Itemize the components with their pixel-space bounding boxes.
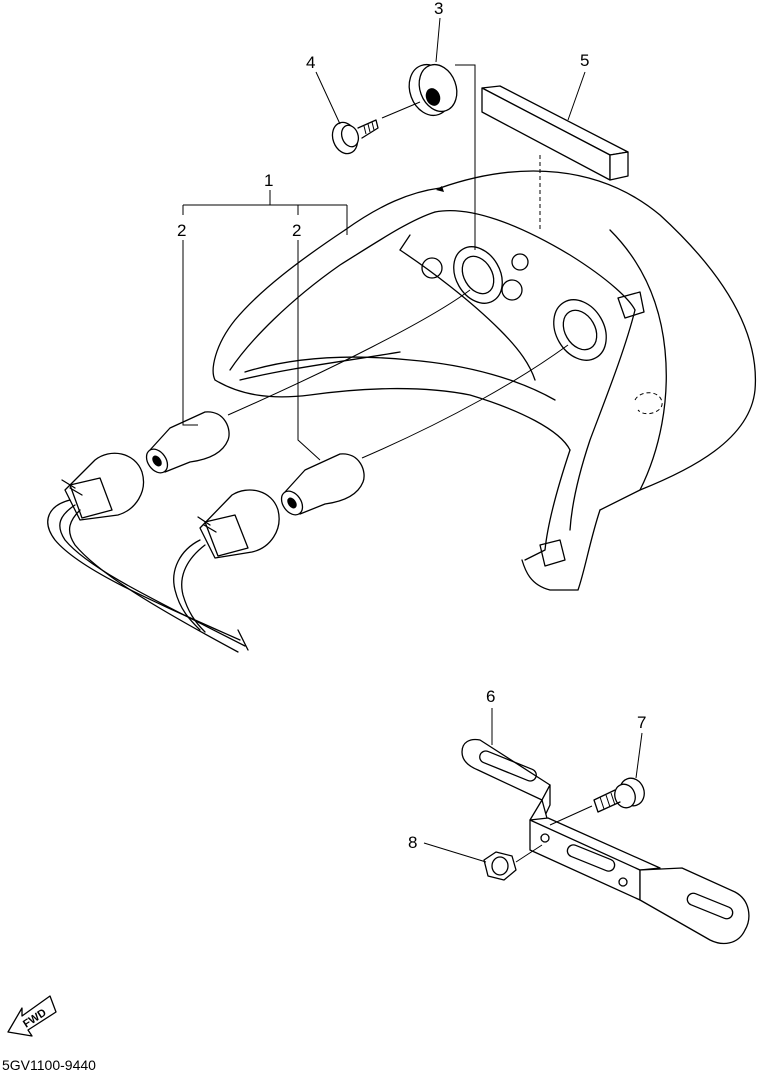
taillight-housing [212, 170, 757, 591]
bulb-right [280, 453, 365, 516]
socket-right [173, 489, 280, 633]
screw-4 [331, 101, 421, 155]
nut-8 [483, 851, 517, 881]
fwd-arrow-icon: FWD [7, 995, 57, 1037]
bolt-7 [593, 777, 645, 813]
damper-pad [481, 85, 629, 230]
callout-3: 3 [434, 0, 443, 18]
callout-5: 5 [580, 51, 589, 70]
diagram-code: 5GV1100-9440 [2, 1057, 96, 1073]
leader-lines [182, 17, 643, 863]
callout-4: 4 [306, 53, 315, 72]
bulb-left [145, 411, 230, 474]
license-bracket [461, 738, 750, 945]
socket-left [47, 452, 249, 653]
callout-7: 7 [637, 713, 646, 732]
callout-1: 1 [264, 171, 273, 190]
callout-2-right: 2 [292, 221, 301, 240]
grommet [408, 63, 458, 117]
callout-2-left: 2 [177, 221, 186, 240]
callout-6: 6 [486, 687, 495, 706]
callout-8: 8 [408, 833, 417, 852]
